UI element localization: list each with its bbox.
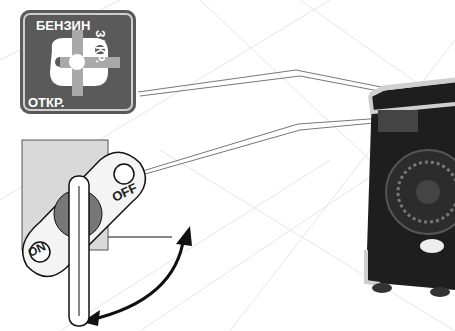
fuel-valve: OFFON xyxy=(0,130,160,331)
node-outline xyxy=(0,130,160,331)
node-label: ОТКР. xyxy=(28,96,64,109)
generator xyxy=(366,80,455,297)
fuel-valve-label: БЕНЗИН ЗАКР. ОТКР. xyxy=(20,10,136,114)
leader-line xyxy=(124,70,386,180)
node-label: БЕНЗИН xyxy=(36,19,90,32)
node-label: ЗАКР. xyxy=(94,30,106,63)
